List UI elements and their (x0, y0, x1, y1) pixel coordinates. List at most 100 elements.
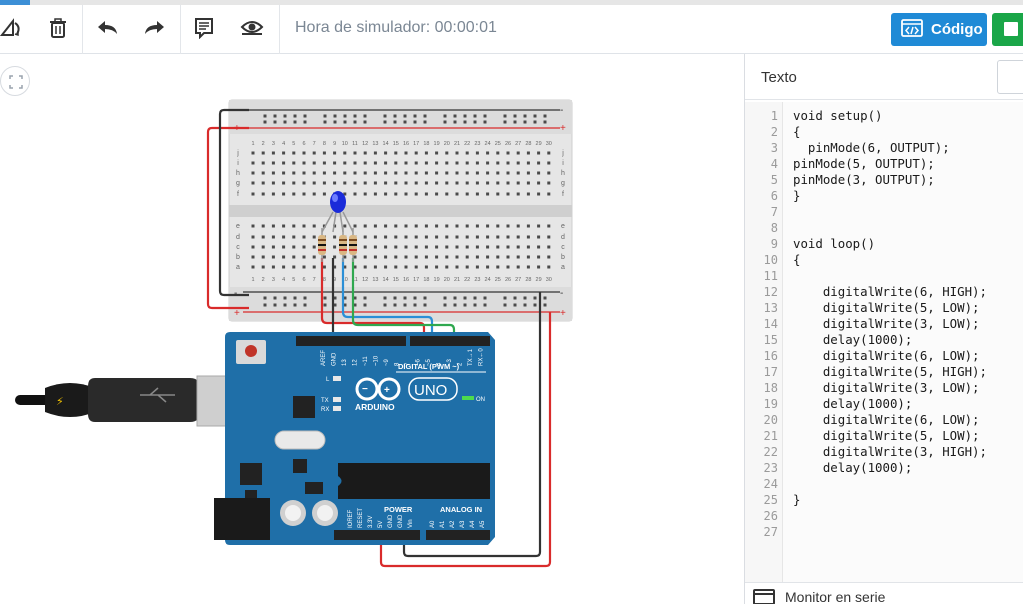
breadboard-hole (486, 171, 490, 175)
breadboard-holes (251, 114, 551, 307)
breadboard-hole (312, 235, 316, 239)
breadboard-hole (283, 120, 287, 124)
pin-label: 12 (353, 359, 359, 366)
breadboard-hole (303, 296, 307, 300)
breadboard-hole (353, 192, 357, 196)
breadboard-hole (353, 181, 357, 185)
breadboard-label: f (237, 191, 239, 198)
breadboard[interactable]: - + - + - + - + 112233445566778899101011… (228, 99, 573, 322)
resistors[interactable] (318, 228, 357, 262)
on-led-label: ON (476, 397, 485, 403)
breadboard-hole (547, 151, 551, 155)
line-number: 12 (763, 285, 778, 299)
wire-green-pin3[interactable] (351, 258, 456, 345)
breadboard-hole (496, 245, 500, 249)
rotate-button[interactable] (0, 13, 28, 47)
wire-black-rail[interactable] (218, 108, 249, 297)
breadboard-hole (475, 151, 479, 155)
breadboard-hole (547, 235, 551, 239)
breadboard-hole (486, 161, 490, 165)
line-number: 1 (770, 109, 778, 123)
usb-cable[interactable]: ⚡ (15, 375, 268, 427)
breadboard-label: 1 (251, 277, 254, 283)
wire-blue-pin5[interactable] (341, 258, 434, 345)
wire-black-gnd-power[interactable] (402, 292, 542, 558)
breadboard-label: 18 (423, 277, 429, 283)
breadboard-hole (282, 181, 286, 185)
breadboard-hole (455, 224, 459, 228)
wire-red-5v[interactable] (379, 312, 552, 568)
breadboard-hole (394, 151, 398, 155)
breadboard-hole (404, 161, 408, 165)
breadboard-hole (394, 171, 398, 175)
resistor[interactable] (339, 228, 347, 262)
delete-button[interactable] (41, 13, 75, 47)
wire-red-rail[interactable] (206, 126, 249, 310)
breadboard-hole (414, 161, 418, 165)
zoom-to-fit-button[interactable] (0, 66, 30, 96)
breadboard-hole (404, 235, 408, 239)
breadboard-hole (251, 181, 255, 185)
line-number: 23 (763, 461, 778, 475)
breadboard-hole (424, 224, 428, 228)
breadboard-hole (273, 303, 277, 307)
rail-minus-label: - (560, 105, 563, 116)
breadboard-hole (363, 114, 367, 118)
breadboard-hole (261, 192, 265, 196)
breadboard-hole (302, 265, 306, 269)
resistor[interactable] (349, 228, 357, 262)
code-line: digitalWrite(3, HIGH); (793, 444, 987, 459)
breadboard-label: 21 (454, 277, 460, 283)
code-button[interactable]: Código (891, 13, 987, 46)
line-number: 22 (763, 445, 778, 459)
breadboard-label: 10 (342, 277, 348, 283)
breadboard-hole (282, 224, 286, 228)
pin-label: GND (388, 514, 394, 528)
pin-label: 13 (342, 359, 348, 366)
code-mode-dropdown[interactable] (997, 60, 1023, 94)
breadboard-hole (373, 245, 377, 249)
notes-button[interactable] (187, 13, 221, 47)
breadboard-label: 4 (282, 141, 285, 147)
breadboard-hole (414, 171, 418, 175)
resistor[interactable] (318, 228, 326, 262)
breadboard-hole (363, 245, 367, 249)
redo-button[interactable] (137, 13, 171, 47)
breadboard-hole (302, 171, 306, 175)
breadboard-label: h (236, 170, 240, 177)
breadboard-hole (486, 192, 490, 196)
breadboard-hole (292, 265, 296, 269)
breadboard-hole (271, 161, 275, 165)
breadboard-label: 20 (444, 277, 450, 283)
breadboard-hole (455, 265, 459, 269)
breadboard-hole (414, 255, 418, 259)
breadboard-hole (322, 181, 326, 185)
arduino-logo: − + ARDUINO (355, 377, 401, 412)
breadboard-hole (496, 181, 500, 185)
breadboard-hole (526, 151, 530, 155)
breadboard-hole (261, 245, 265, 249)
breadboard-hole (435, 255, 439, 259)
serial-monitor-bar[interactable]: Monitor en serie (745, 582, 1023, 604)
rgb-led[interactable] (321, 191, 354, 233)
breadboard-hole (261, 151, 265, 155)
breadboard-label: 5 (292, 277, 295, 283)
wires[interactable] (206, 108, 552, 568)
breadboard-hole (445, 224, 449, 228)
visibility-button[interactable] (235, 13, 269, 47)
breadboard-hole (282, 161, 286, 165)
breadboard-hole (384, 245, 388, 249)
breadboard-hole (526, 224, 530, 228)
breadboard-hole (503, 114, 507, 118)
start-simulation-button[interactable] (992, 13, 1023, 46)
breadboard-hole (506, 161, 510, 165)
reset-button[interactable] (245, 345, 257, 357)
breadboard-hole (353, 265, 357, 269)
breadboard-hole (523, 114, 527, 118)
pin-label: A2 (450, 520, 456, 528)
breadboard-hole (533, 303, 537, 307)
undo-button[interactable] (91, 13, 125, 47)
